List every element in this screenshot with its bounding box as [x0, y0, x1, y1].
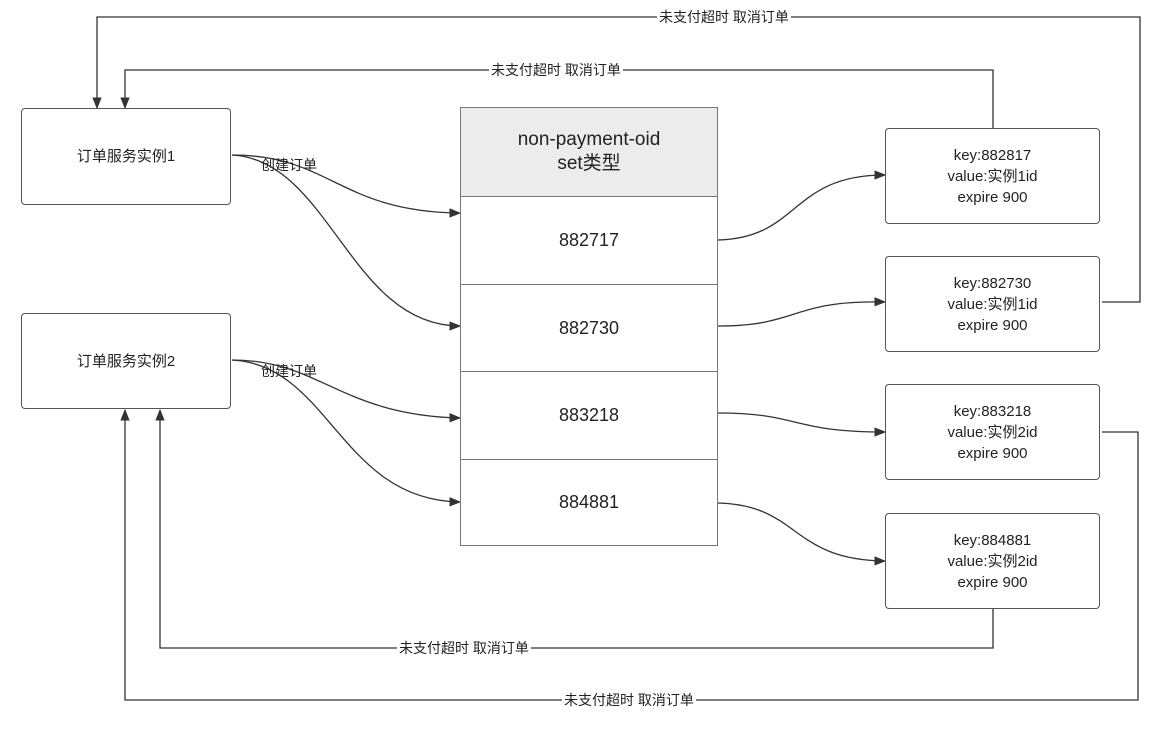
- create-order-arrow: [231, 359, 462, 423]
- value-line: value:实例1id: [947, 295, 1038, 313]
- set-to-key-arrow: [717, 170, 887, 241]
- instance-label: 订单服务实例2: [76, 352, 176, 370]
- create-order-label: 创建订单: [261, 157, 317, 173]
- set-member: 882717: [461, 196, 717, 284]
- non-payment-set: non-payment-oid set类型 882717 882730 8832…: [460, 107, 718, 546]
- key-entry-box: key:882817 value:实例1id expire 900: [885, 128, 1100, 224]
- key-entry-box: key:884881 value:实例2id expire 900: [885, 513, 1100, 609]
- timeout-cancel-label: 未支付超时 取消订单: [489, 62, 623, 78]
- expire-line: expire 900: [957, 573, 1028, 591]
- timeout-cancel-label: 未支付超时 取消订单: [562, 692, 696, 708]
- key-entry-box: key:883218 value:实例2id expire 900: [885, 384, 1100, 480]
- set-member-value: 883218: [558, 405, 620, 425]
- key-line: key:882817: [953, 146, 1032, 164]
- set-member: 882730: [461, 284, 717, 371]
- set-member: 884881: [461, 459, 717, 545]
- key-line: key:883218: [953, 402, 1032, 420]
- set-header: non-payment-oid set类型: [461, 108, 717, 196]
- set-to-key-arrow: [717, 412, 887, 437]
- timeout-return-line: [120, 408, 1139, 701]
- key-line: key:882730: [953, 274, 1032, 292]
- create-order-arrow: [231, 154, 462, 331]
- expire-line: expire 900: [957, 188, 1028, 206]
- value-line: value:实例1id: [947, 167, 1038, 185]
- order-service-instance-1: 订单服务实例1: [21, 108, 231, 205]
- key-line: key:884881: [953, 531, 1032, 549]
- create-order-arrow: [231, 154, 462, 218]
- set-type: set类型: [557, 153, 621, 174]
- create-order-arrow: [231, 359, 462, 507]
- set-member-value: 882717: [558, 230, 620, 250]
- set-member: 883218: [461, 371, 717, 459]
- expire-line: expire 900: [957, 444, 1028, 462]
- timeout-return-line: [92, 16, 1141, 303]
- order-service-instance-2: 订单服务实例2: [21, 313, 231, 409]
- set-to-key-arrow: [717, 297, 887, 327]
- key-entry-box: key:882730 value:实例1id expire 900: [885, 256, 1100, 352]
- value-line: value:实例2id: [947, 552, 1038, 570]
- expire-line: expire 900: [957, 316, 1028, 334]
- set-member-value: 882730: [558, 317, 620, 338]
- timeout-cancel-label: 未支付超时 取消订单: [657, 9, 791, 25]
- set-title: non-payment-oid: [517, 129, 661, 150]
- instance-label: 订单服务实例1: [76, 148, 176, 165]
- create-order-label: 创建订单: [261, 363, 317, 379]
- set-member-value: 884881: [558, 492, 620, 512]
- set-to-key-arrow: [717, 502, 887, 566]
- timeout-return-line: [155, 408, 994, 649]
- timeout-cancel-label: 未支付超时 取消订单: [397, 640, 531, 656]
- value-line: value:实例2id: [947, 423, 1038, 441]
